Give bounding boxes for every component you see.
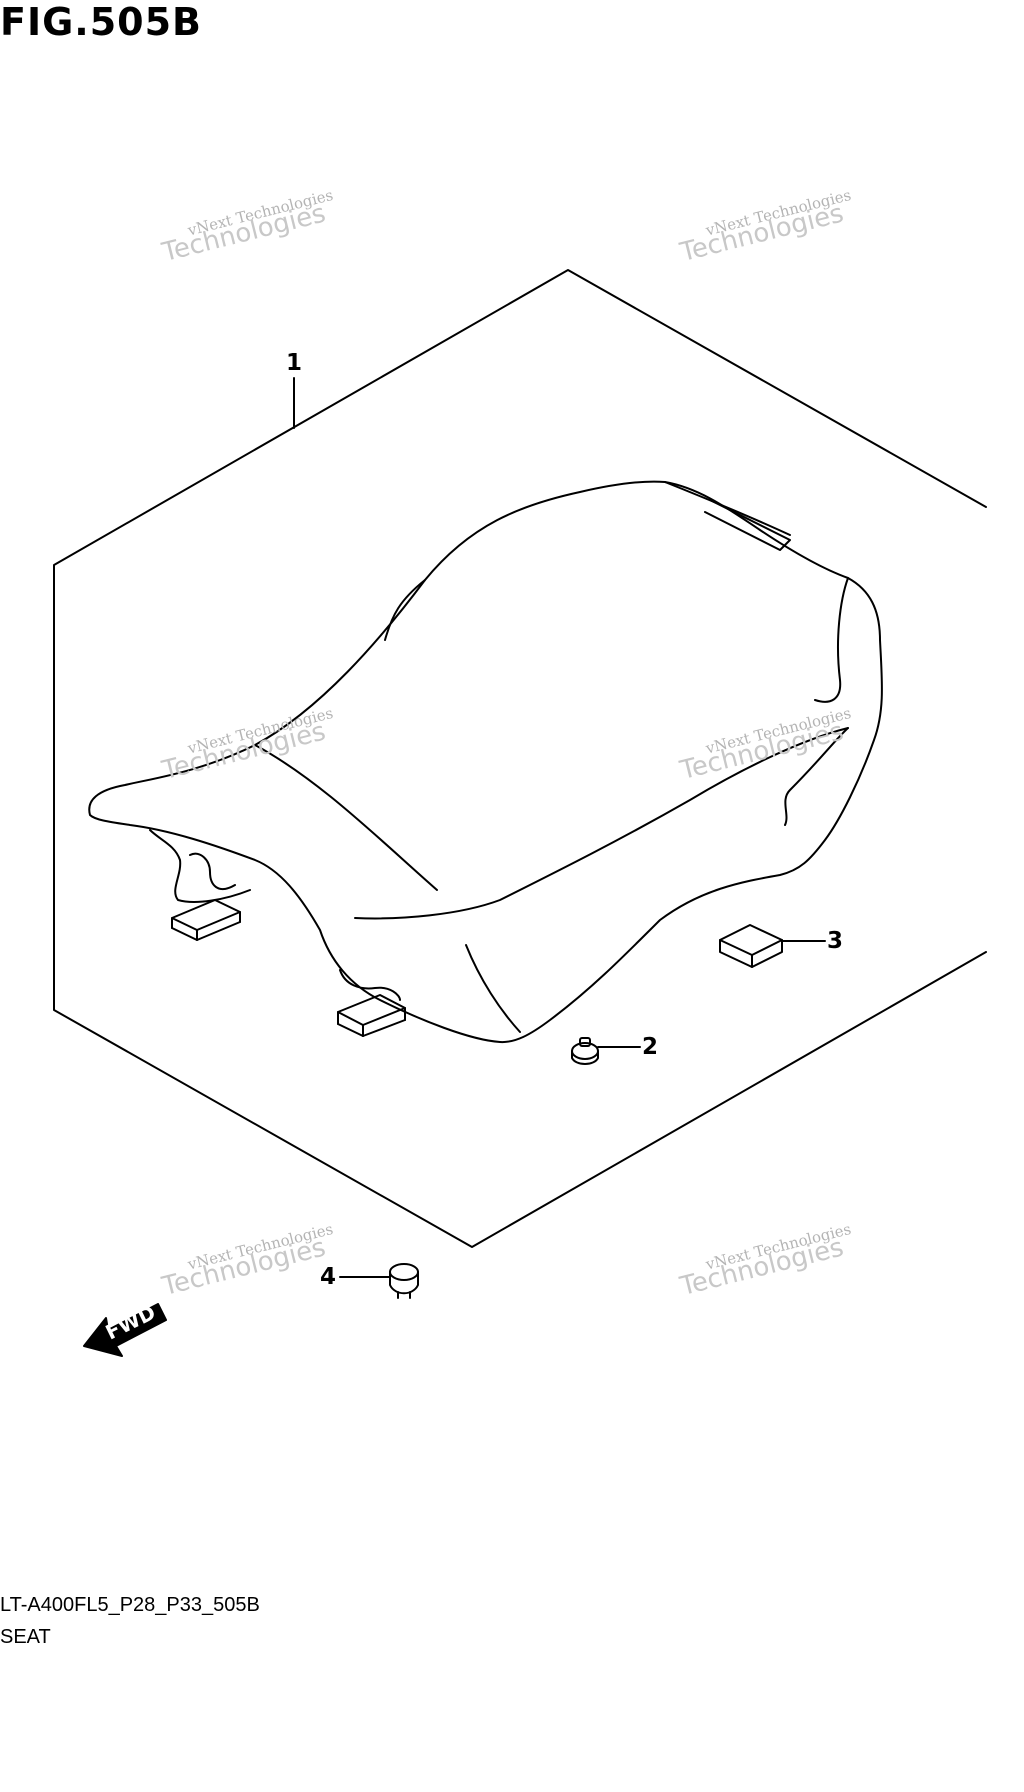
callout-2: 2: [642, 1034, 659, 1060]
fwd-arrow-icon: FWD: [83, 1300, 167, 1357]
callout-4: 4: [320, 1264, 337, 1290]
assembly-boundary: [53, 269, 987, 1248]
diagram-name: SEAT: [0, 1626, 51, 1648]
cushion-4-icon: [389, 1263, 419, 1299]
cushion-icon: [571, 1037, 599, 1065]
callout-1: 1: [286, 350, 303, 376]
pad-icon: [719, 924, 783, 968]
figure-title: FIG.505B: [0, 0, 203, 44]
diagram-code: LT-A400FL5_P28_P33_505B: [0, 1594, 260, 1616]
callout-3: 3: [827, 928, 844, 954]
seat-icon: [88, 480, 883, 1044]
